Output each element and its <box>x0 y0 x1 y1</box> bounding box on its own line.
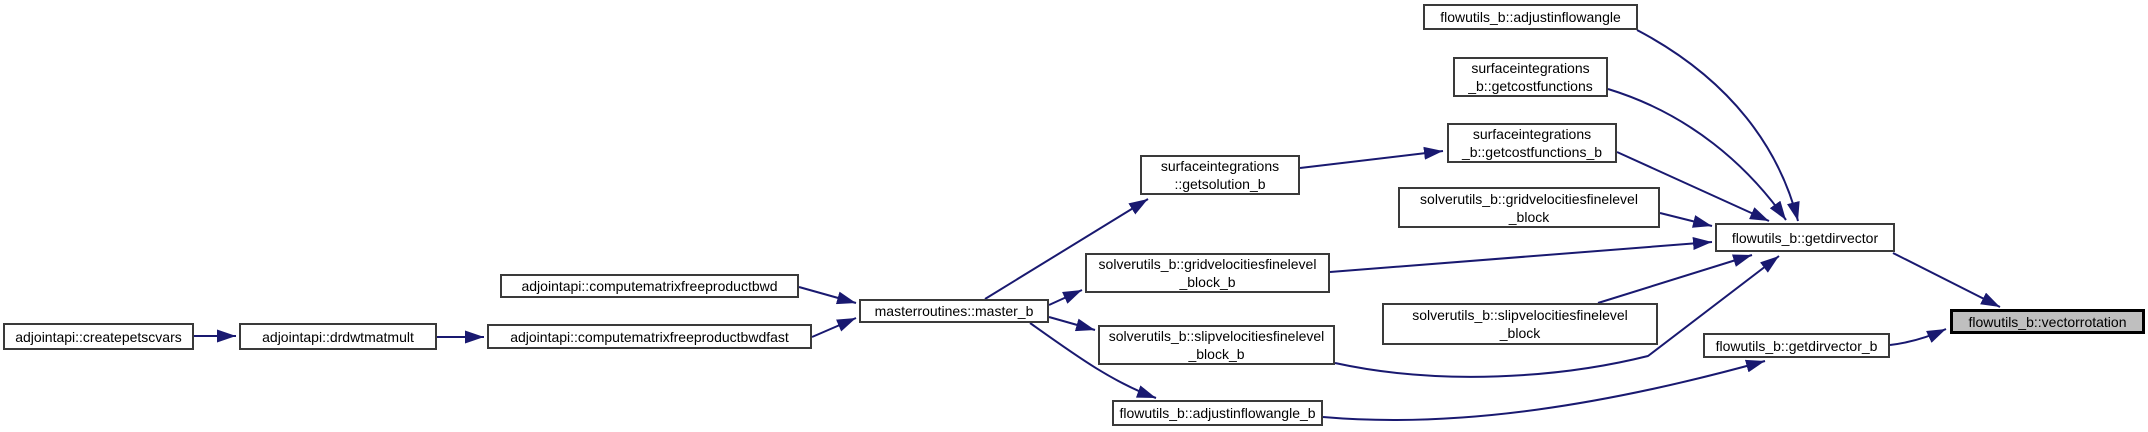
node-label: _block <box>1508 208 1550 225</box>
node-label: ::getsolution_b <box>1174 176 1266 192</box>
edge-master-b-getsolution-b <box>984 198 1149 300</box>
node-solverutils-b-gridvelocitiesfinelevel-block[interactable]: solverutils_b::gridvelocitiesfinelevel _… <box>1398 187 1660 228</box>
node-label: _block <box>1499 325 1541 341</box>
node-flowutils-b-vectorrotation: flowutils_b::vectorrotation <box>1950 309 2145 334</box>
node-label: flowutils_b::adjustinflowangle_b <box>1119 405 1316 421</box>
node-label: adjointapi::computematrixfreeproductbwdf… <box>510 328 789 345</box>
edge-master-b-adjustinflowangle-b <box>1029 322 1157 399</box>
node-solverutils-b-slipvelocitiesfinelevel-block-b[interactable]: solverutils_b::slipvelocitiesfinelevel _… <box>1098 325 1335 365</box>
node-label: solverutils_b::slipvelocitiesfinelevel <box>1108 328 1325 344</box>
node-label: masterroutines::master_b <box>874 303 1034 319</box>
edge-getsolution-b-getcostfunctions-b <box>1299 146 1444 169</box>
node-label: adjointapi::createpetscvars <box>15 328 182 345</box>
node-surfaceintegrations-b-getcostfunctions-b[interactable]: surfaceintegrations _b::getcostfunctions… <box>1447 123 1617 163</box>
node-label: flowutils_b::adjustinflowangle <box>1440 9 1621 25</box>
node-surfaceintegrations-getsolution-b[interactable]: surfaceintegrations ::getsolution_b <box>1140 155 1300 195</box>
node-label: flowutils_b::vectorrotation <box>1968 313 2127 330</box>
node-adjointapi-drdwtmatmult[interactable]: adjointapi::drdwtmatmult <box>239 323 437 350</box>
edge-master-b-gridvelocitiesfinelevel-block-b <box>1048 289 1083 306</box>
edge-getcostfunctions-getdirvector <box>1607 88 1787 221</box>
node-solverutils-b-gridvelocitiesfinelevel-block-b[interactable]: solverutils_b::gridvelocitiesfinelevel _… <box>1085 253 1330 293</box>
node-label: surfaceintegrations <box>1472 126 1592 142</box>
node-flowutils-b-adjustinflowangle[interactable]: flowutils_b::adjustinflowangle <box>1423 4 1638 30</box>
node-adjointapi-createpetscvars[interactable]: adjointapi::createpetscvars <box>3 323 194 350</box>
node-adjointapi-computematrixfreeproductbwd[interactable]: adjointapi::computematrixfreeproductbwd <box>500 274 799 298</box>
edge-master-b-slipvelocitiesfinelevel-block-b <box>1048 316 1096 332</box>
node-label: _block_b <box>1188 346 1245 362</box>
edge-slipvelocitiesfinelevel-block-b-getdirvector <box>1334 255 1780 378</box>
edge-adjustinflowangle-b-getdirvector-b <box>1322 359 1766 421</box>
node-adjointapi-computematrixfreeproductbwdfast[interactable]: adjointapi::computematrixfreeproductbwdf… <box>487 324 812 349</box>
node-flowutils-b-getdirvector[interactable]: flowutils_b::getdirvector <box>1715 223 1895 252</box>
edge-slipvelocitiesfinelevel-block-getdirvector <box>1597 254 1753 304</box>
edge-getcostfunctions-b-getdirvector <box>1616 151 1770 222</box>
node-label: _block_b <box>1179 274 1236 290</box>
edge-gridvelocitiesfinelevel-block-b-getdirvector <box>1329 237 1713 273</box>
node-flowutils-b-adjustinflowangle-b[interactable]: flowutils_b::adjustinflowangle_b <box>1112 400 1323 426</box>
node-label: solverutils_b::slipvelocitiesfinelevel <box>1412 307 1628 323</box>
node-label: adjointapi::computematrixfreeproductbwd <box>521 278 778 294</box>
node-flowutils-b-getdirvector-b[interactable]: flowutils_b::getdirvector_b <box>1703 333 1890 358</box>
node-label: surfaceintegrations <box>1471 60 1590 76</box>
node-masterroutines-master-b[interactable]: masterroutines::master_b <box>859 299 1049 323</box>
node-surfaceintegrations-b-getcostfunctions[interactable]: surfaceintegrations _b::getcostfunctions <box>1453 57 1608 97</box>
node-label: solverutils_b::gridvelocitiesfinelevel <box>1098 256 1317 272</box>
edge-gridvelocitiesfinelevel-block-getdirvector <box>1659 212 1713 228</box>
node-solverutils-b-slipvelocitiesfinelevel-block[interactable]: solverutils_b::slipvelocitiesfinelevel _… <box>1382 303 1658 345</box>
node-label: flowutils_b::getdirvector <box>1731 229 1879 246</box>
node-label: adjointapi::drdwtmatmult <box>262 328 414 345</box>
node-label: surfaceintegrations <box>1160 158 1280 174</box>
edge-computematrixfreeproductbwdfast-master-b <box>811 317 857 338</box>
node-label: solverutils_b::gridvelocitiesfinelevel <box>1420 190 1638 207</box>
edge-computematrixfreeproductbwd-master-b <box>798 286 857 305</box>
edge-getdirvector-vectorrotation <box>1892 252 2001 308</box>
edge-getdirvector-b-vectorrotation <box>1889 328 1947 346</box>
node-label: flowutils_b::getdirvector_b <box>1715 337 1878 354</box>
edge-adjustinflowangle-getdirvector <box>1636 29 1800 222</box>
node-label: _b::getcostfunctions_b <box>1461 144 1603 160</box>
node-label: _b::getcostfunctions <box>1468 78 1593 94</box>
